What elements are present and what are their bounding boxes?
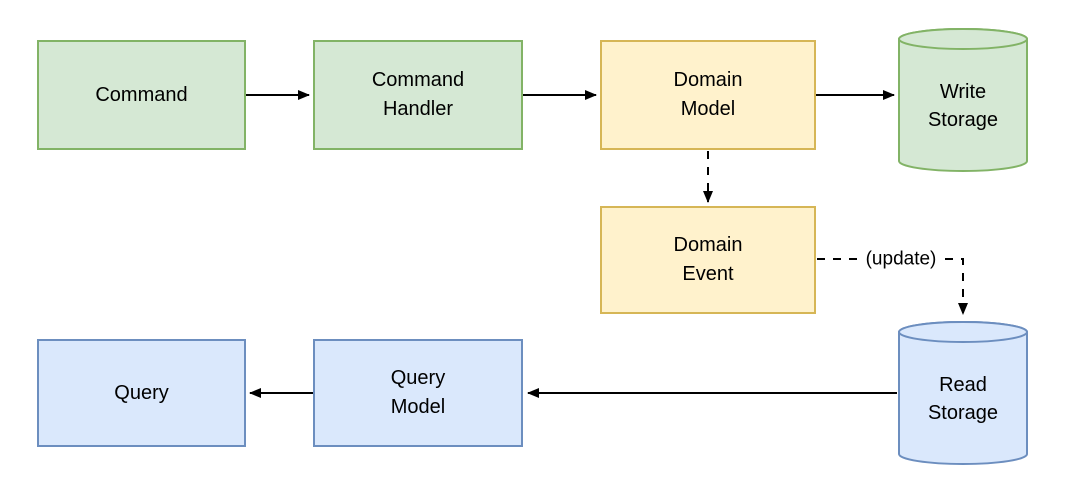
node-query: Query <box>37 339 246 447</box>
node-domain-model-label: Domain Model <box>673 69 743 120</box>
node-command-handler: Command Handler <box>313 40 523 150</box>
node-command: Command <box>37 40 246 150</box>
node-domain-event: Domain Event <box>600 206 816 314</box>
node-command-handler-label: Command Handler <box>371 69 465 120</box>
edge-label-update: (update) <box>861 248 941 270</box>
node-write-storage-label: Write Storage <box>927 81 999 131</box>
node-read-storage: Read Storage <box>898 321 1028 465</box>
database-cylinder-icon <box>898 28 1028 172</box>
cylinder-top-rim <box>898 28 1028 50</box>
node-query-label: Query <box>114 381 169 404</box>
node-domain-model: Domain Model <box>600 40 816 150</box>
node-query-model: Query Model <box>313 339 523 447</box>
node-domain-event-label: Domain Event <box>673 234 743 285</box>
node-query-model-label: Query Model <box>390 367 446 418</box>
node-write-storage: Write Storage <box>898 28 1028 172</box>
node-read-storage-label: Read Storage <box>927 374 999 424</box>
cylinder-top-rim <box>898 321 1028 343</box>
node-command-label: Command <box>95 83 188 106</box>
database-cylinder-icon <box>898 321 1028 465</box>
